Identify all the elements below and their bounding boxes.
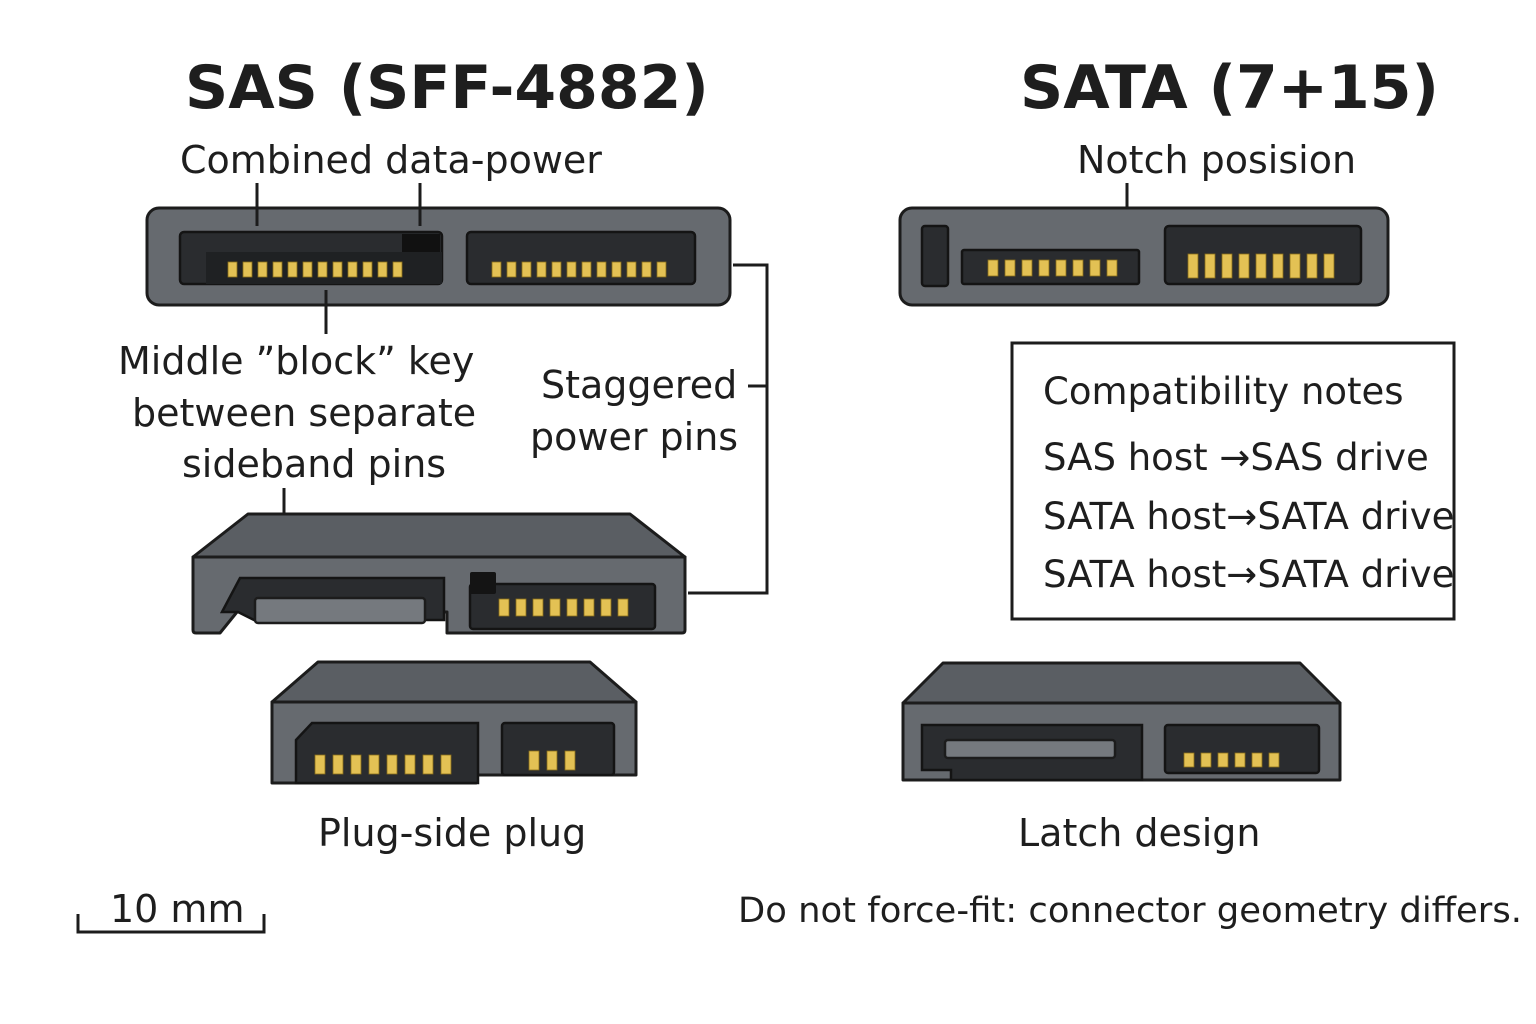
sata-title: SATA (7+15) [1020,53,1439,123]
sata-receptacle [898,206,1390,307]
sas-key-label-line3: sideband pins [182,442,446,486]
sas-staggered-label-line2: power pins [530,415,738,459]
sas-plug-pin-row-right [528,750,576,771]
warning-text: Do not force-fit: connector geometry dif… [738,891,1522,931]
sata-notch-label: Notch posision [1077,138,1356,182]
sata-latch-pin-row [1183,752,1280,768]
sata-pin-row-right [1187,253,1335,279]
sata-latch-label: Latch design [1018,811,1260,855]
compatibility-row: SATA host→SATA drive [1043,553,1454,596]
scale-label: 10 mm [110,887,244,931]
sas-plug-connector [270,660,638,785]
sata-pin-row-left [987,259,1118,277]
sata-latch-connector [901,661,1342,782]
scale-bar [76,914,266,934]
sas-key-label-line2: between separate [132,391,476,435]
compatibility-row: SAS host →SAS drive [1043,436,1429,479]
sas-combined-label: Combined data-power [180,138,602,182]
sas-pin-row-left [227,261,403,278]
sas-plug-pin-row-left [314,754,452,775]
compatibility-heading: Compatibility notes [1043,370,1404,413]
sas-key-label-line1: Middle ”block” key [118,339,474,383]
sas-plug-label: Plug-side plug [318,811,586,855]
compatibility-row: SATA host→SATA drive [1043,495,1454,538]
sas-staggered-label-line1: Staggered [541,363,737,407]
sas-drive-pin-row [498,598,629,617]
sas-title: SAS (SFF-4882) [185,53,709,123]
sas-receptacle [145,206,732,307]
compatibility-notes-box [1010,341,1456,621]
sas-drive-connector [191,512,687,635]
staggered-bracket-line [688,263,769,595]
sas-pin-row-right [491,261,667,278]
